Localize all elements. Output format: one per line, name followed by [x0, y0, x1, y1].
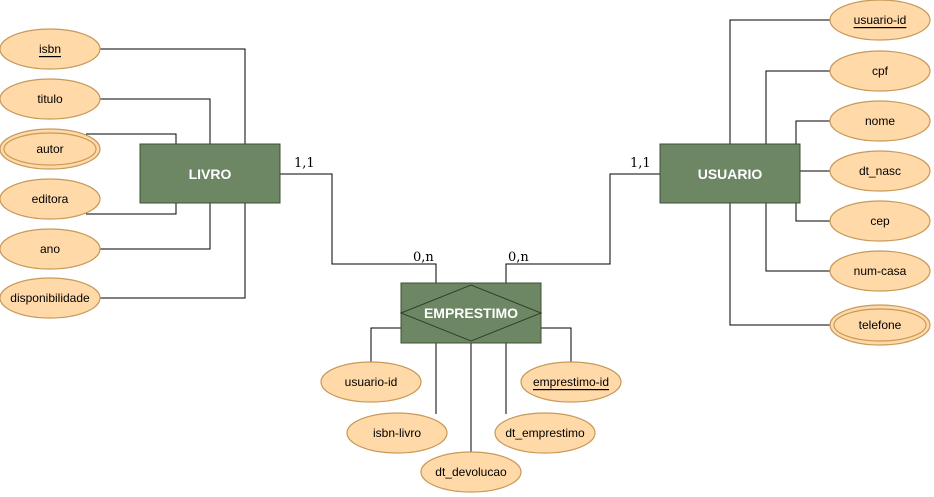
- entity-livro[interactable]: LIVRO: [139, 143, 281, 204]
- attr-dt-nasc-label: dt_nasc: [859, 164, 901, 178]
- line-livro-emprestimo: [280, 173, 437, 283]
- entity-usuario[interactable]: USUARIO: [659, 143, 801, 204]
- attr-num-casa-label: num-casa: [854, 264, 907, 278]
- attr-cep[interactable]: cep: [829, 200, 931, 242]
- line-telefone: [729, 203, 832, 326]
- attr-emp-dt-devolucao[interactable]: dt_devolucao: [420, 451, 522, 493]
- attr-autor[interactable]: autor: [0, 128, 101, 170]
- attr-autor-label: autor: [36, 142, 63, 156]
- attr-cep-label: cep: [870, 214, 890, 228]
- attr-disponibilidade[interactable]: disponibilidade: [0, 277, 101, 319]
- attr-cpf[interactable]: cpf: [829, 50, 931, 92]
- usuario-attributes: usuario-id cpf nome dt_nasc cep num-casa…: [829, 0, 931, 346]
- cardinality-livro: 1,1: [294, 156, 315, 171]
- attr-emp-dt-emprestimo[interactable]: dt_emprestimo: [494, 412, 596, 454]
- line-ano: [100, 203, 211, 250]
- attr-emp-usuario-id[interactable]: usuario-id: [320, 361, 422, 403]
- line-autor: [86, 133, 177, 144]
- attr-nome-label: nome: [865, 114, 895, 128]
- attr-num-casa[interactable]: num-casa: [829, 250, 931, 292]
- attr-editora[interactable]: editora: [0, 178, 101, 220]
- attr-isbn-label: isbn: [39, 42, 61, 56]
- attr-emp-dt-emprestimo-label: dt_emprestimo: [505, 426, 585, 440]
- line-isbn: [100, 48, 246, 144]
- attr-emp-usuario-id-label: usuario-id: [345, 375, 398, 389]
- attr-usuario-id[interactable]: usuario-id: [829, 0, 931, 41]
- attr-emp-isbn-livro[interactable]: isbn-livro: [346, 412, 448, 454]
- attr-cpf-label: cpf: [872, 64, 889, 78]
- line-cep: [795, 203, 832, 222]
- attr-editora-label: editora: [32, 192, 69, 206]
- cardinality-labels: 1,1 0,n 0,n 1,1: [294, 156, 651, 265]
- relationship-diamond: [399, 284, 543, 342]
- attr-isbn[interactable]: isbn: [0, 28, 101, 70]
- line-emp-usuario-id: [370, 327, 401, 364]
- livro-attributes: isbn titulo autor editora ano disponibil…: [0, 28, 101, 319]
- line-cpf: [765, 70, 832, 144]
- attr-titulo-label: titulo: [37, 92, 63, 106]
- attr-emp-isbn-livro-label: isbn-livro: [373, 426, 421, 440]
- line-num-casa: [765, 203, 832, 272]
- entity-usuario-label: USUARIO: [698, 166, 763, 182]
- attr-emp-emprestimo-id[interactable]: emprestimo-id: [520, 361, 622, 403]
- line-usuario-emprestimo: [505, 173, 660, 283]
- attr-ano[interactable]: ano: [0, 228, 101, 270]
- attr-titulo[interactable]: titulo: [0, 78, 101, 120]
- attr-dt-nasc[interactable]: dt_nasc: [829, 150, 931, 192]
- line-titulo: [100, 98, 211, 144]
- cardinality-usuario-rel: 0,n: [508, 250, 529, 265]
- attr-usuario-id-label: usuario-id: [854, 13, 907, 27]
- line-nome: [795, 120, 832, 144]
- attr-disponibilidade-label: disponibilidade: [10, 291, 90, 305]
- emprestimo-attributes: usuario-id isbn-livro dt_devolucao dt_em…: [320, 361, 622, 493]
- attr-emp-emprestimo-id-label: emprestimo-id: [533, 375, 609, 389]
- attr-emp-dt-devolucao-label: dt_devolucao: [435, 465, 507, 479]
- attr-telefone-label: telefone: [859, 318, 902, 332]
- attr-ano-label: ano: [40, 242, 60, 256]
- relationship-emprestimo-label: EMPRESTIMO: [424, 305, 518, 321]
- line-usuario-id: [729, 19, 832, 144]
- attr-nome[interactable]: nome: [829, 100, 931, 142]
- line-emp-emprestimo-id: [541, 327, 572, 364]
- cardinality-usuario: 1,1: [630, 156, 651, 171]
- connector-lines: [86, 19, 832, 452]
- attr-telefone[interactable]: telefone: [829, 304, 931, 346]
- line-disponibilidade: [100, 203, 246, 299]
- entity-livro-label: LIVRO: [189, 166, 232, 182]
- line-editora: [86, 203, 177, 215]
- relationship-emprestimo[interactable]: EMPRESTIMO: [399, 282, 543, 344]
- cardinality-livro-rel: 0,n: [413, 250, 434, 265]
